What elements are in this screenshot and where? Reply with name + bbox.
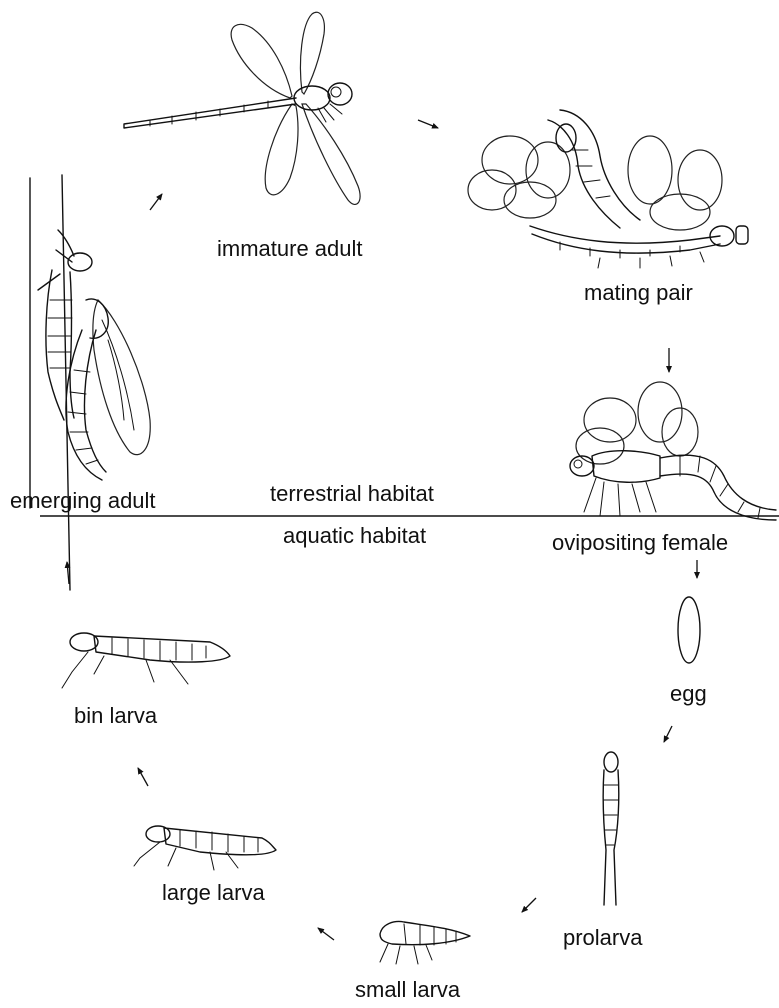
label-prolarva: prolarva	[563, 925, 642, 951]
emerging-adult-illustration	[38, 230, 150, 480]
bin-larva-illustration	[62, 633, 230, 688]
label-aquatic-habitat: aquatic habitat	[283, 523, 426, 549]
label-small-larva: small larva	[355, 977, 460, 1003]
label-mating-pair: mating pair	[584, 280, 693, 306]
ovipositing-female-illustration	[570, 382, 776, 520]
label-terrestrial-habitat: terrestrial habitat	[270, 481, 434, 507]
prolarva-illustration	[603, 752, 619, 905]
label-emerging-adult: emerging adult	[10, 488, 156, 514]
arrow-prolarva-to-small	[522, 898, 536, 912]
label-bin-larva: bin larva	[74, 703, 157, 729]
arrow-egg-to-prolarva	[664, 726, 672, 742]
mating-pair-illustration	[468, 110, 748, 268]
arrow-emerging-to-immature	[150, 194, 162, 210]
label-ovipositing-female: ovipositing female	[552, 530, 728, 556]
label-large-larva: large larva	[162, 880, 265, 906]
label-egg: egg	[670, 681, 707, 707]
immature-adult-illustration	[124, 12, 360, 204]
arrow-large-to-bin	[138, 768, 148, 786]
label-immature-adult: immature adult	[217, 236, 363, 262]
arrow-small-to-large	[318, 928, 334, 940]
large-larva-illustration	[134, 826, 276, 870]
egg-illustration	[678, 597, 700, 663]
arrow-immature-to-mating	[418, 120, 438, 128]
small-larva-illustration	[380, 922, 470, 965]
arrow-bin-to-emerging	[67, 562, 69, 584]
